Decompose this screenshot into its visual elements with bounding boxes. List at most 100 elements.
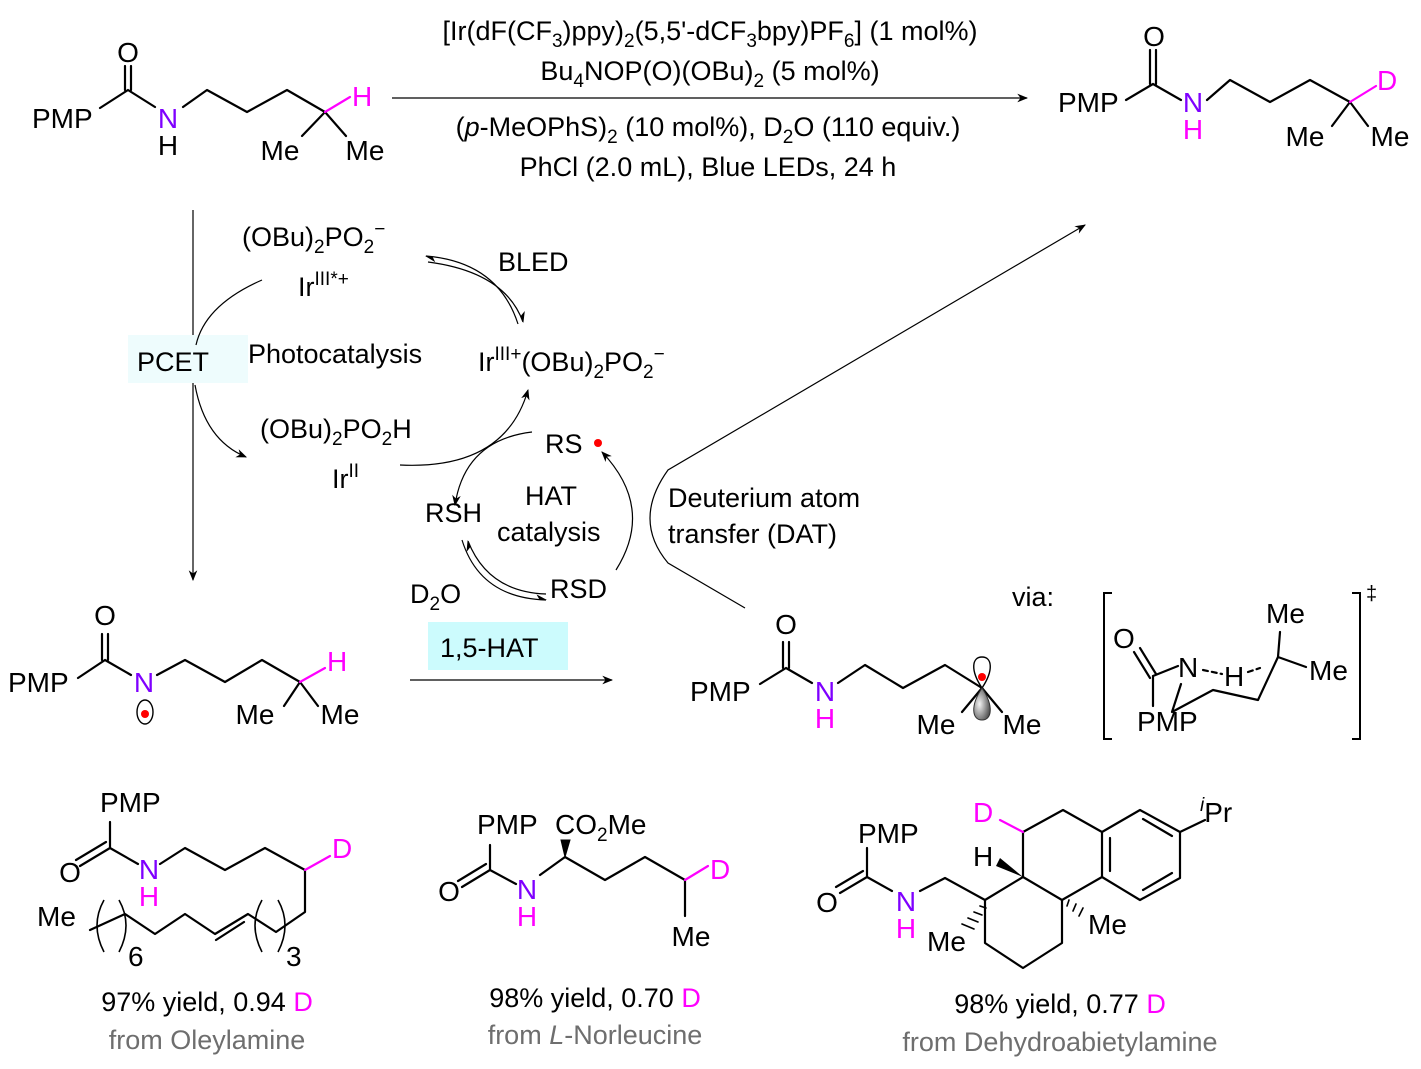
hat15-label: 1,5-HAT — [440, 633, 539, 663]
text-segment: D — [681, 983, 701, 1013]
nh-hydrogen-label: H — [517, 901, 537, 932]
ts-brackets — [1103, 592, 1361, 740]
thiol-label: RSH — [425, 498, 482, 528]
via-label: via: — [1012, 582, 1054, 612]
deuterium-label: D — [710, 854, 730, 885]
text-segment: 2 — [593, 362, 604, 383]
text-segment: 98% yield, 0.77 — [954, 989, 1146, 1019]
nitrogen-label: N — [134, 667, 154, 698]
bled-label: BLED — [498, 247, 569, 277]
text-segment: 2 — [364, 237, 375, 258]
text-segment: 2 — [430, 594, 441, 615]
product-structure: PMP O N H D Me Me — [1058, 21, 1409, 152]
text-segment: from Oleylamine — [109, 1025, 306, 1055]
text-segment: Ir — [478, 347, 495, 377]
pmp-label: PMP — [477, 809, 538, 840]
deuterium-label: D — [1377, 65, 1397, 96]
text-segment: (5 mol%) — [764, 56, 880, 86]
nh-hydrogen-label: H — [139, 881, 159, 912]
text-segment: (OBu) — [521, 347, 593, 377]
oxygen-label: O — [1113, 623, 1135, 654]
text-segment: NOP(O)(OBu) — [584, 56, 754, 86]
carbon-radical-structure: PMP O N H Me Me — [690, 609, 1041, 740]
iridium-phosphate-label: IrIII+(OBu)2PO2− — [478, 344, 665, 383]
repeat-parentheses — [96, 899, 286, 953]
oxygen-label: O — [94, 600, 116, 631]
text-segment: L — [549, 1020, 564, 1050]
d2o-label: D2O — [410, 579, 461, 615]
wedge-bond — [996, 858, 1023, 877]
oxygen-label: O — [816, 887, 838, 918]
dagger-symbol: ‡ — [1366, 583, 1377, 605]
dat-label: transfer (DAT) — [668, 519, 837, 549]
catalyst-condition: [Ir(dF(CF3)ppy)2(5,5'-dCF3bpy)PF6] (1 mo… — [442, 16, 977, 52]
methyl-label: Me — [1088, 909, 1127, 940]
text-segment: Ir — [332, 464, 349, 494]
deuterium-label: D — [332, 833, 352, 864]
isopropyl-label: iPr — [1200, 795, 1232, 828]
nitrogen-label: N — [815, 676, 835, 707]
thiyl-radical-label: RS — [545, 429, 583, 459]
text-segment: 97% yield, 0.94 — [101, 987, 293, 1017]
text-segment: )ppy) — [563, 16, 625, 46]
text-segment: H — [392, 414, 412, 444]
radical-dot-icon — [978, 673, 986, 681]
deuterium-label: D — [973, 797, 993, 828]
reaction-conditions: [Ir(dF(CF3)ppy)2(5,5'-dCF3bpy)PF6] (1 mo… — [442, 16, 977, 182]
repeat-count-6: 6 — [128, 941, 144, 972]
phosphoric-acid-label: (OBu)2PO2H — [260, 414, 412, 450]
photocatalysis-label: Photocatalysis — [248, 339, 422, 369]
oxygen-label: O — [117, 37, 139, 68]
rsd-to-rs-arrow — [601, 451, 634, 571]
orbital-lobe-icon — [136, 699, 154, 725]
text-segment: 3 — [746, 31, 757, 52]
pcet-label: PCET — [137, 347, 209, 377]
text-segment: 2 — [382, 429, 393, 450]
exchange-reverse-arrow — [466, 539, 547, 595]
text-segment: (OBu) — [242, 222, 314, 252]
hashed-bond — [961, 899, 1084, 930]
text-segment: III — [315, 269, 331, 290]
orbital-lobe-icon — [973, 687, 991, 721]
text-segment: O — [440, 579, 461, 609]
text-segment: (5,5'-dCF — [635, 16, 747, 46]
wedge-bond — [560, 839, 571, 859]
text-segment: Pr — [1204, 797, 1232, 828]
oxygen-label: O — [1143, 21, 1165, 52]
nitrogen-label: N — [139, 854, 159, 885]
text-segment: Bu — [540, 56, 573, 86]
text-segment: [Ir(dF(CF — [442, 16, 551, 46]
mechanism: PCET (OBu)2PO2− IrIII*+ BLED Photocataly… — [128, 210, 1086, 685]
radical-dot-icon — [594, 439, 602, 447]
pmp-label: PMP — [8, 667, 69, 698]
text-segment: 2 — [332, 429, 343, 450]
methyl-label: Me — [1266, 598, 1305, 629]
text-segment: 4 — [573, 71, 584, 92]
thiol-regeneration-arrow — [452, 431, 533, 507]
text-segment: Me — [608, 809, 647, 840]
text-segment: PO — [325, 222, 364, 252]
nitrogen-label: N — [1178, 652, 1198, 683]
text-segment: -MeOPhS) — [480, 112, 608, 142]
text-segment: PO — [343, 414, 382, 444]
methyl-label: Me — [1003, 709, 1042, 740]
example-oleylamine: PMP O N H D Me 6 3 97% yield, 0.94 D fro… — [37, 787, 352, 1055]
nh-hydrogen-label: H — [1183, 114, 1203, 145]
text-segment: 2 — [314, 237, 325, 258]
text-segment: -Norleucine — [564, 1020, 702, 1050]
text-segment: 6 — [844, 31, 855, 52]
radical-dot-icon — [141, 710, 149, 718]
orbital-lobe-icon — [973, 656, 991, 690]
methyl-label: Me — [1309, 655, 1348, 686]
nitrogen-label: N — [1183, 87, 1203, 118]
oxygen-label: O — [438, 876, 460, 907]
excited-iridium-label: IrIII*+ — [298, 269, 349, 302]
excitation-arrow — [427, 261, 525, 324]
hat-label: HAT — [525, 481, 577, 511]
exchange-forward-arrow — [461, 539, 548, 601]
text-segment: *+ — [330, 269, 349, 290]
dat-label: Deuterium atom — [668, 483, 860, 513]
amidyl-radical-structure: PMP O N H Me Me — [8, 600, 359, 730]
text-segment: 2 — [607, 127, 618, 148]
text-segment: ( — [456, 112, 465, 142]
